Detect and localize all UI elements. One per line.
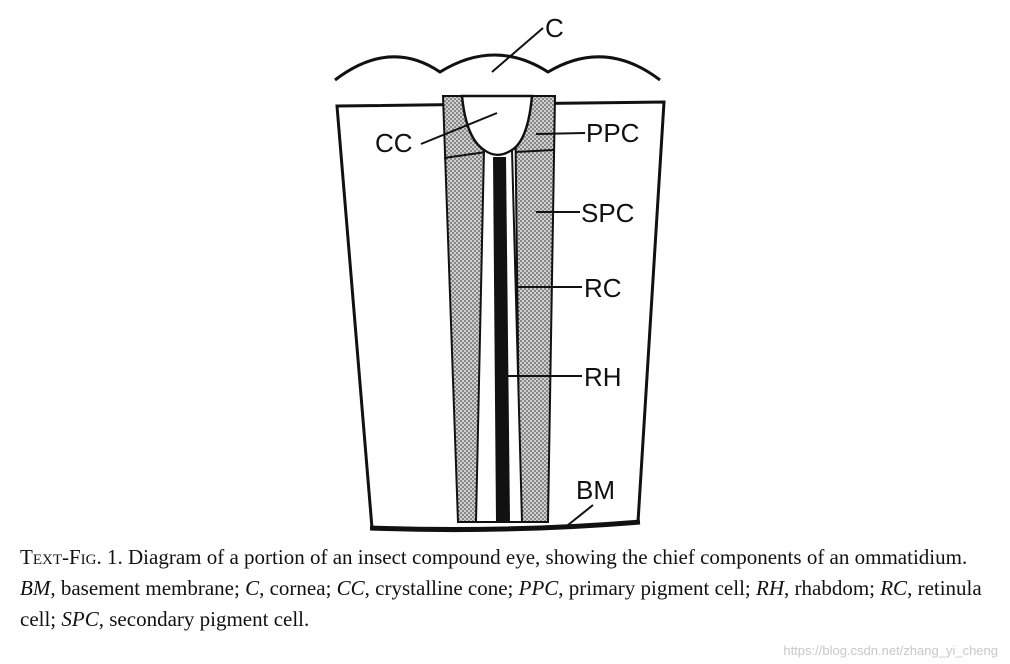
caption-def-cc: , crystalline cone; [364,576,519,600]
watermark: https://blog.csdn.net/zhang_yi_cheng [783,643,998,658]
ppc-boundary-left [443,151,487,159]
caption-def-ppc: , primary pigment cell; [558,576,756,600]
leader-c [491,27,544,73]
caption-abbr-spc: SPC [61,607,99,631]
figure-caption: Text-Fig. 1. Diagram of a portion of an … [20,542,1005,635]
caption-def-rh: , rhabdom; [784,576,881,600]
cornea-facets [334,53,661,82]
caption-abbr-cc: CC [336,576,365,600]
label-rc: RC [584,273,622,303]
label-rh: RH [584,362,622,392]
label-c: C [545,13,564,43]
caption-abbr-rc: RC [880,576,908,600]
leader-cc [420,112,498,145]
caption-abbr-bm: BM [20,576,51,600]
caption-abbr-ppc: PPC [518,576,559,600]
caption-def-rc: , retinula cell; [20,576,982,631]
label-bm: BM [576,475,615,505]
label-cc: CC [375,128,413,158]
ppc-boundary-right [514,149,555,153]
label-ppc: PPC [586,118,639,148]
caption-abbr-rh: RH [756,576,784,600]
label-spc: SPC [581,198,634,228]
ommatidium-diagram: C CC PPC SPC RC RH BM [334,13,666,533]
basement-membrane [369,519,641,533]
caption-abbr-c: C [245,576,260,600]
caption-text: Diagram of a portion of an insect compou… [122,545,968,569]
caption-def-spc: , secondary pigment cell. [98,607,310,631]
caption-def-bm: , basement membrane; [50,576,246,600]
caption-def-c: , cornea; [259,576,337,600]
caption-figure-label: Text-Fig. 1. [20,545,123,569]
leader-ppc [535,132,586,135]
leader-bm [567,504,594,526]
rhabdom [493,157,510,522]
